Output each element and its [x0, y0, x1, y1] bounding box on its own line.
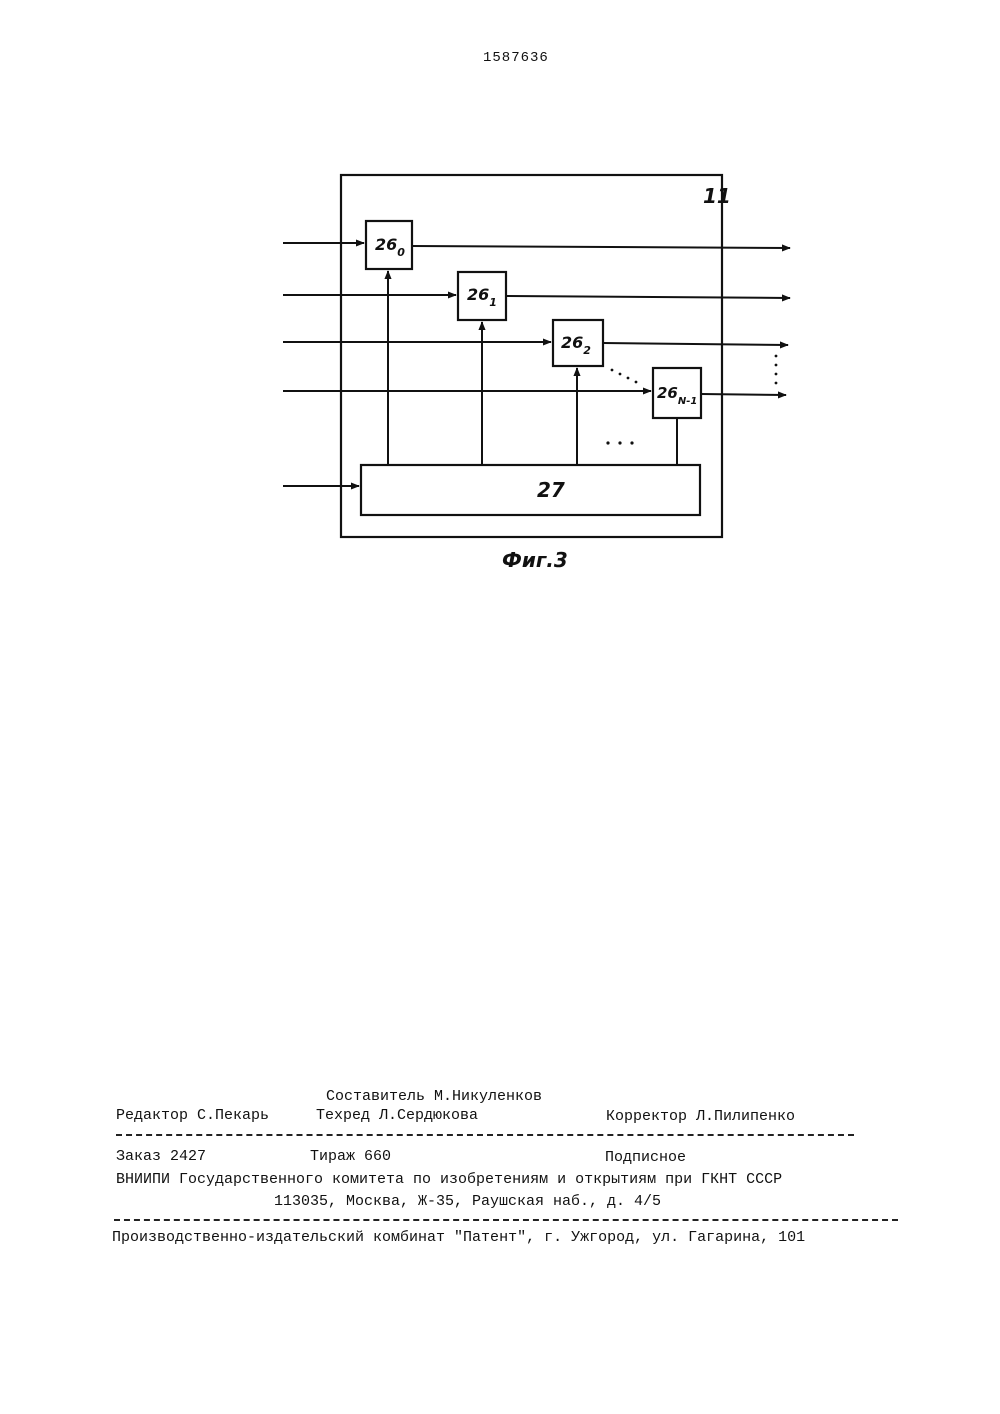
- ellipsis-horizontal: [606, 441, 633, 444]
- figure-caption: Фиг.3: [502, 548, 568, 572]
- order-number: Заказ 2427: [116, 1148, 206, 1165]
- figure-3-diagram: 11 260 261 262 26N-1 27 Фиг.3: [0, 0, 1000, 600]
- frame-label: 11: [703, 184, 731, 208]
- output-arrow-n-1: [701, 394, 786, 395]
- editor-credit: Редактор С.Пекарь: [116, 1107, 269, 1124]
- proofreader-credit: Корректор Л.Пилипенко: [606, 1108, 795, 1125]
- print-run: Тираж 660: [310, 1148, 391, 1165]
- address-line: 113035, Москва, Ж-35, Раушская наб., д. …: [274, 1193, 661, 1210]
- ellipsis-diagonal: [611, 369, 638, 384]
- block-27-label: 27: [537, 478, 565, 502]
- publisher-line: Производственно-издательский комбинат "П…: [112, 1229, 805, 1246]
- block-27: [361, 465, 700, 515]
- output-arrow-1: [506, 296, 790, 298]
- ellipsis-vertical: [775, 355, 778, 385]
- subscription-note: Подписное: [605, 1149, 686, 1166]
- tech-editor-credit: Техред Л.Сердюкова: [316, 1107, 478, 1124]
- institute-line: ВНИИПИ Государственного комитета по изоб…: [116, 1171, 782, 1188]
- compiler-credit: Составитель М.Никуленков: [326, 1088, 542, 1105]
- divider-bottom: [114, 1219, 898, 1221]
- divider-top: [116, 1134, 854, 1136]
- output-arrow-0: [412, 246, 790, 248]
- output-arrow-2: [603, 343, 788, 345]
